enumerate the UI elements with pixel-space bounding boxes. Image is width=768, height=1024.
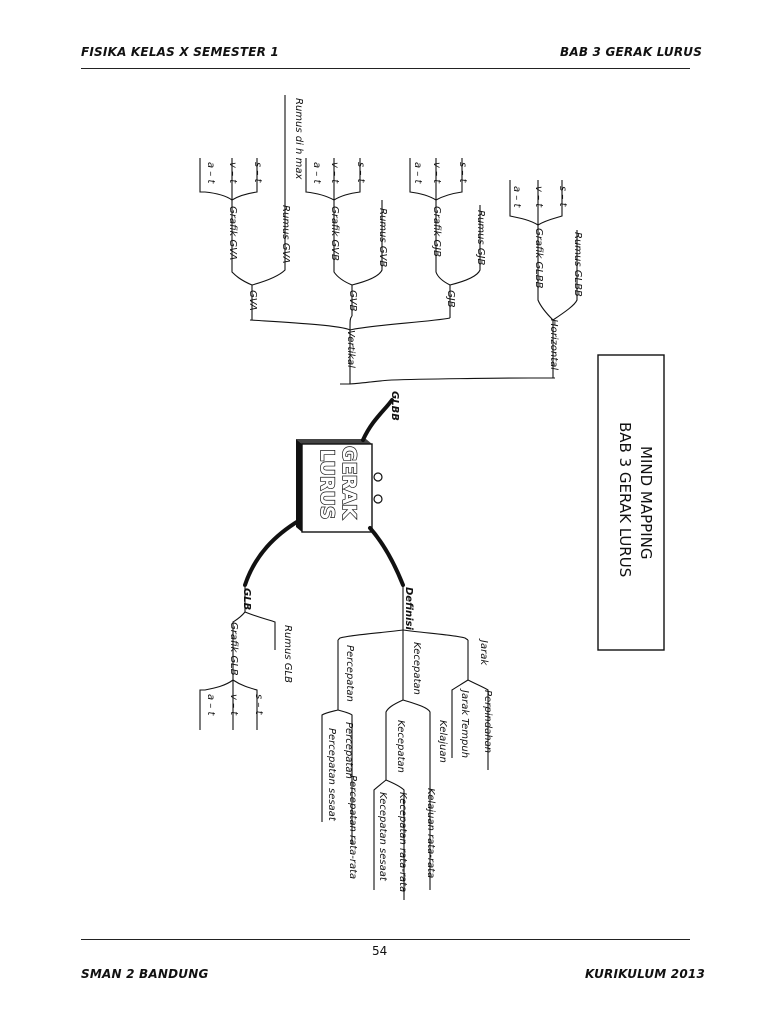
kecepatan-label: Kecepatan bbox=[411, 642, 422, 695]
jarak-item-perpindahan: Perpindahan bbox=[482, 690, 493, 753]
glb-leaf-vt: v – t bbox=[228, 694, 239, 716]
gva-leaf-vt: v – t bbox=[227, 162, 238, 184]
footer-rule bbox=[81, 939, 690, 940]
jarak-item-tempuh: Jarak Tempuh bbox=[459, 688, 470, 758]
horizontal-graph: Grafik GLBB bbox=[533, 228, 544, 289]
gvb-leaf-vt: v – t bbox=[329, 162, 340, 184]
gva-leaf-at: a – t bbox=[205, 162, 216, 184]
gvb-formula: Rumus GVB bbox=[377, 208, 388, 267]
jarak-label: Jarak bbox=[478, 638, 489, 666]
kecepatan-sub-label: Kecepatan bbox=[395, 720, 406, 773]
header-rule bbox=[81, 68, 690, 69]
percepatan-sesaat: Percepatan sesaat bbox=[326, 728, 337, 822]
kecepatan-rata-rata: Kecepatan rata-rata bbox=[397, 792, 408, 892]
horizontal-leaf-at: a – t bbox=[511, 186, 522, 208]
title-box bbox=[597, 354, 665, 651]
gvb-label: GVB bbox=[347, 290, 358, 312]
percepatan-label: Percepatan bbox=[344, 645, 355, 702]
gjb-leaf-vt: v – t bbox=[431, 162, 442, 184]
definisi-label: Definisi bbox=[403, 587, 414, 630]
gjb-leaf-at: a – t bbox=[412, 162, 423, 184]
kelajuan-rata-rata: Kelajuan rata-rata bbox=[425, 788, 436, 878]
vertikal-label: Vertikal bbox=[345, 330, 356, 368]
title-line-2: BAB 3 GERAK LURUS bbox=[616, 422, 634, 577]
header-left: FISIKA KELAS X SEMESTER 1 bbox=[81, 45, 279, 59]
gjb-graph: Grafik GJB bbox=[431, 206, 442, 257]
glb-leaf-at: a – t bbox=[205, 694, 216, 716]
horizontal-formula: Rumus GLBB bbox=[572, 232, 583, 297]
center-word-2: LURUS bbox=[316, 449, 338, 520]
glb-graph: Grafik GLB bbox=[228, 622, 239, 676]
branch-glb bbox=[243, 518, 302, 587]
gva-leaf-st: s – t bbox=[252, 162, 263, 184]
gvb-leaf-at: a – t bbox=[311, 162, 322, 184]
footer-right: KURIKULUM 2013 bbox=[585, 967, 705, 981]
percepatan-rata-rata: Percepatan rata-rata bbox=[347, 775, 358, 879]
glbb-label: GLBB bbox=[389, 391, 400, 421]
footer-left: SMAN 2 BANDUNG bbox=[81, 967, 209, 981]
glb-leaf-st: s – t bbox=[253, 694, 264, 716]
gva-extra: Rumus di h max bbox=[293, 98, 304, 179]
horizontal-leaf-st: s – t bbox=[557, 186, 568, 208]
header-right: BAB 3 GERAK LURUS bbox=[560, 45, 703, 59]
glb-label: GLB bbox=[241, 588, 252, 610]
percepatan-sub-label: Percepatan bbox=[343, 722, 354, 779]
branch-glbb bbox=[361, 398, 394, 442]
page-number: 54 bbox=[372, 944, 388, 958]
branch-definisi bbox=[368, 526, 405, 587]
center-word-1: GERAK bbox=[338, 446, 360, 520]
glbb-to-horizontal-line bbox=[391, 377, 555, 381]
glb-formula: Rumus GLB bbox=[282, 625, 293, 683]
gjb-label: GJB bbox=[445, 290, 456, 308]
horizontal-label: Horizontal bbox=[548, 319, 559, 370]
gva-label: GVA bbox=[247, 290, 258, 311]
horizontal-leaf-vt: v – t bbox=[533, 186, 544, 208]
center-node: GERAK LURUS bbox=[296, 439, 383, 533]
gvb-graph: Grafik GVB bbox=[329, 206, 340, 261]
gjb-leaf-st: s – t bbox=[457, 162, 468, 184]
glbb-to-vertikal-line bbox=[340, 379, 393, 385]
gjb-formula: Rumus GJB bbox=[475, 210, 486, 265]
kelajuan-label: Kelajuan bbox=[437, 720, 448, 763]
title-line-1: MIND MAPPING bbox=[637, 446, 655, 559]
gva-graph: Grafik GVA bbox=[227, 206, 238, 260]
gvb-leaf-st: s – t bbox=[355, 162, 366, 184]
kecepatan-sesaat: Kecepatan sesaat bbox=[377, 792, 388, 882]
to-percepatan-line bbox=[337, 629, 404, 641]
gva-formula: Rumus GVA bbox=[280, 205, 291, 264]
